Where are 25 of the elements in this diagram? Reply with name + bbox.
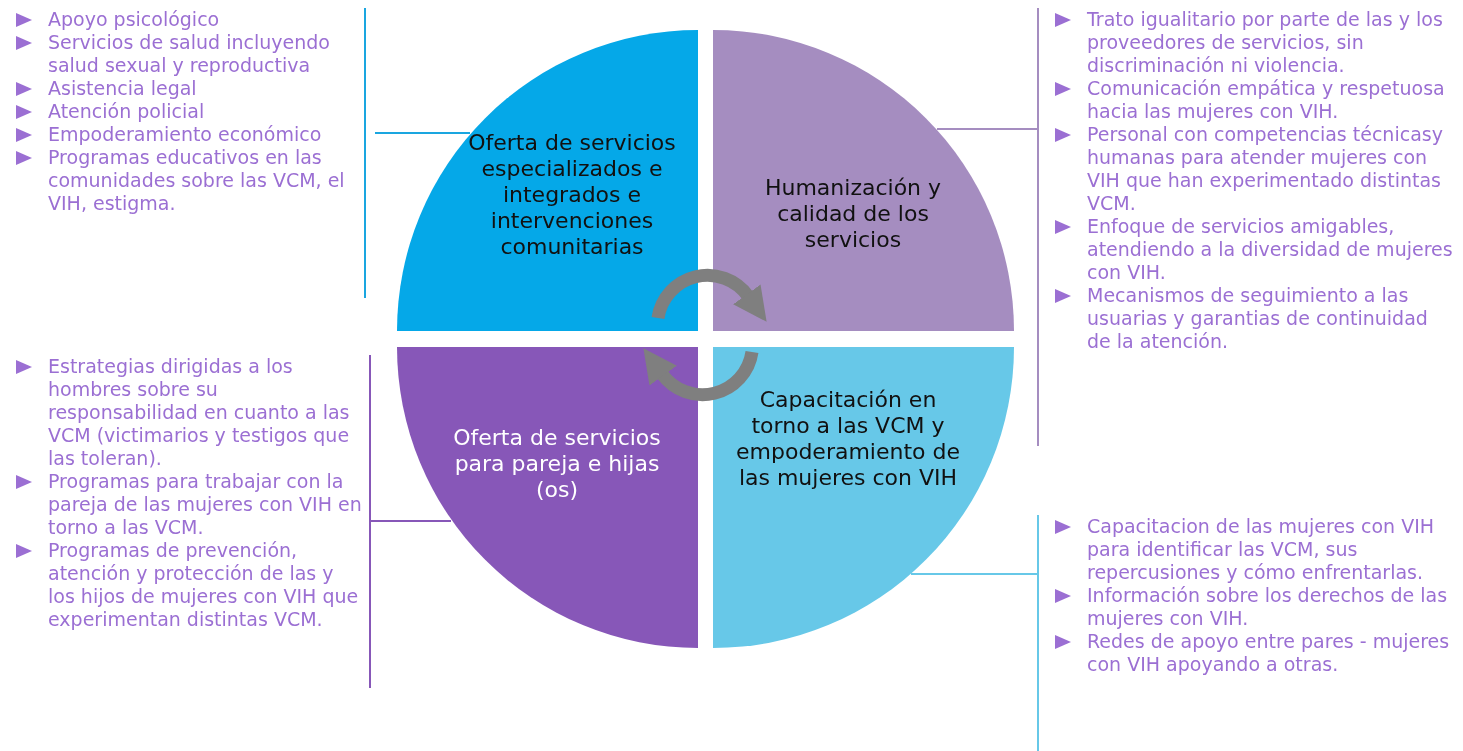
list-item: Capacitacion de las mujeres con VIH para identificar las VCM, sus repercusiones y cómo enfrentarlas.: [1087, 515, 1435, 583]
list-item: Asistencia legal: [48, 77, 197, 99]
connector-line: [910, 573, 1038, 575]
list-item: Mecanismos de seguimiento a las usuarias y garantias de continuidad de la atención.: [1087, 284, 1428, 352]
list-item: Enfoque de servicios amigables, atendiendo a la diversidad de mujeres con VIH.: [1087, 215, 1453, 283]
list-item: Estrategias dirigidas a los hombres sobre su responsabilidad en cuanto a las VCM (victimarios y testigos que las toleran).: [48, 355, 350, 469]
quadrant-label: Oferta de servicios para pareja e hijas (os): [452, 425, 662, 503]
list-item: Personal con competencias técnicasy humanas para atender mujeres con VIH que han experimentado distintas VCM.: [1087, 123, 1443, 214]
list-item: Información sobre los derechos de las mujeres con VIH.: [1087, 584, 1448, 629]
list-item: Atención policial: [48, 100, 205, 122]
list-item: Trato igualitario por parte de las y los proveedores de servicios, sin discriminación ni violencia.: [1087, 8, 1443, 76]
list-item: Apoyo psicológico: [48, 8, 220, 30]
connector-line: [370, 520, 452, 522]
list-item: Programas para trabajar con la pareja de las mujeres con VIH en torno a las VCM.: [48, 470, 362, 538]
list-item: Redes de apoyo entre pares - mujeres con VIH apoyando a otras.: [1087, 630, 1450, 675]
quadrant-label: Capacitación en torno a las VCM y empoderamiento de las mujeres con VIH: [735, 387, 961, 491]
connector-line: [936, 128, 1038, 130]
list-item: Programas de prevención, atención y protección de las y los hijos de mujeres con VIH que experimentan distintas VCM.: [48, 539, 359, 630]
list-item: Programas educativos en las comunidades sobre las VCM, el VIH, estigma.: [48, 146, 345, 214]
quadrant-label: Humanización y calidad de los servicios: [763, 175, 943, 253]
connector-line: [374, 132, 471, 134]
list-item: Empoderamiento económico: [48, 123, 322, 145]
list-item: Comunicación empática y respetuosa hacia las mujeres con VIH.: [1087, 77, 1445, 122]
quadrant-label: Oferta de servicios especializados e integrados e intervenciones comunitarias: [467, 130, 677, 260]
list-item: Servicios de salud incluyendo salud sexual y reproductiva: [48, 31, 330, 76]
